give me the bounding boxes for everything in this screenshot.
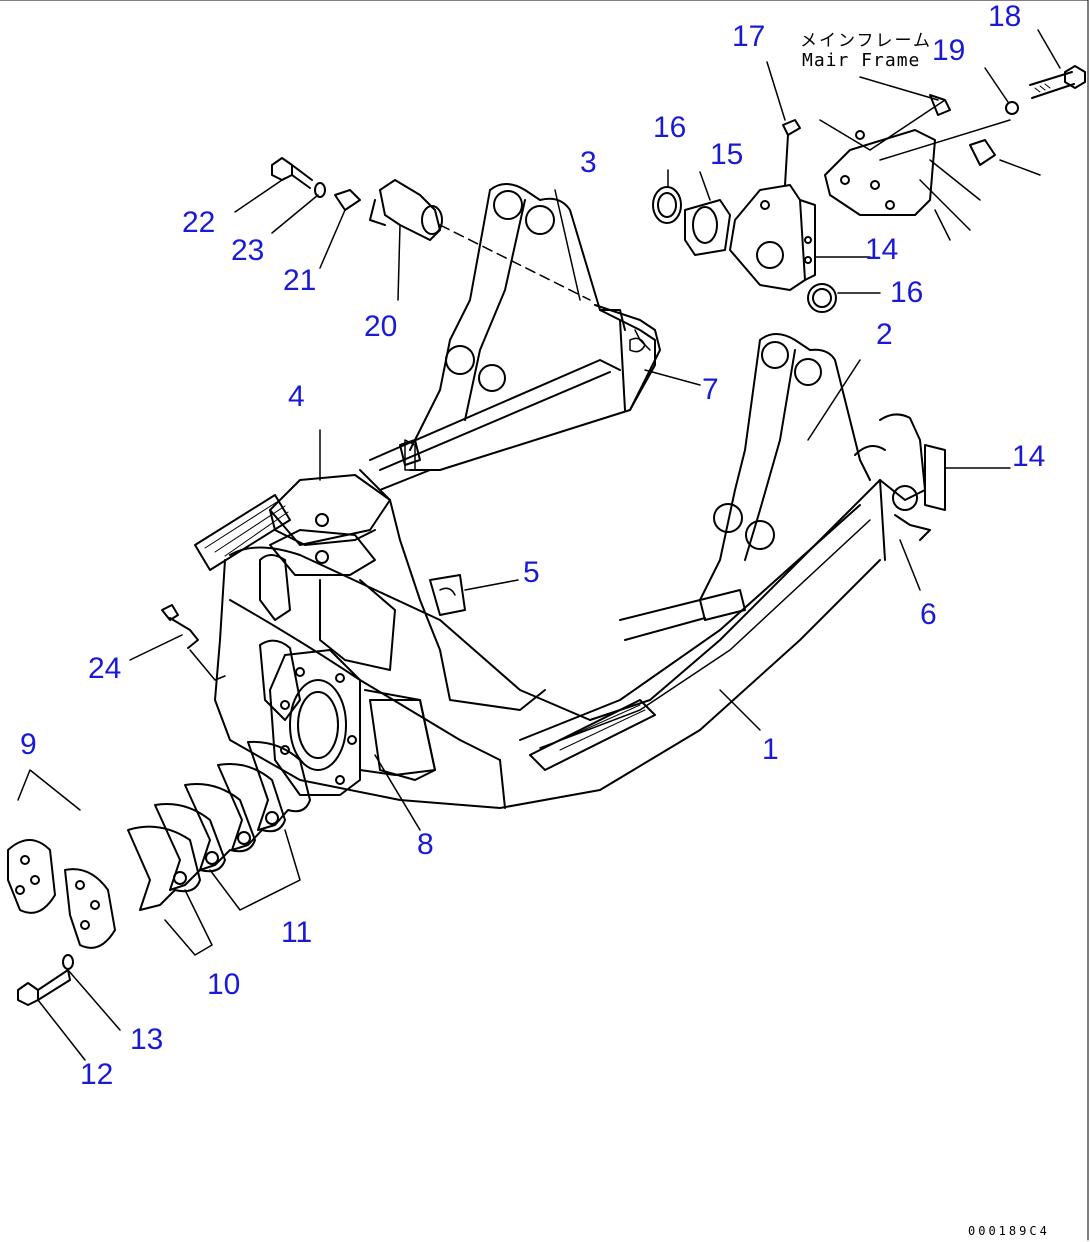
callout-14-right: 14 bbox=[1012, 440, 1046, 473]
callout-24: 24 bbox=[88, 652, 122, 685]
right-bracket bbox=[854, 413, 946, 541]
shims bbox=[127, 740, 311, 911]
bushings bbox=[652, 186, 837, 313]
callout-12: 12 bbox=[80, 1058, 114, 1091]
callout-14-top: 14 bbox=[865, 233, 899, 266]
left-arm bbox=[369, 183, 656, 471]
callout-16-top: 16 bbox=[653, 111, 687, 144]
callout-23: 23 bbox=[231, 234, 265, 267]
callout-22: 22 bbox=[182, 206, 216, 239]
callout-21: 21 bbox=[283, 264, 317, 297]
callout-18: 18 bbox=[988, 0, 1022, 33]
axle-flange bbox=[269, 649, 436, 796]
callout-16-right: 16 bbox=[890, 276, 924, 309]
callout-6: 6 bbox=[920, 598, 937, 631]
cross-member bbox=[594, 304, 661, 411]
callout-5: 5 bbox=[523, 556, 540, 589]
pin-assembly bbox=[271, 157, 443, 241]
drawing-code: 000189C4 bbox=[968, 1224, 1050, 1238]
callout-10: 10 bbox=[207, 968, 241, 1001]
callout-13: 13 bbox=[130, 1023, 164, 1056]
top-bracket bbox=[729, 119, 816, 291]
callout-19: 19 bbox=[932, 34, 966, 67]
callout-1: 1 bbox=[762, 733, 779, 766]
callout-11: 11 bbox=[281, 916, 313, 949]
split-ring bbox=[7, 839, 116, 949]
callout-3: 3 bbox=[580, 146, 597, 179]
pin-center-line bbox=[439, 224, 591, 301]
callout-20: 20 bbox=[364, 310, 398, 343]
main-frame-reference bbox=[819, 65, 1086, 241]
callout-17: 17 bbox=[732, 20, 766, 53]
bolt-and-washer-12-13 bbox=[17, 954, 74, 1006]
main-frame-note-en: Mair Frame bbox=[802, 50, 921, 71]
callout-7: 7 bbox=[702, 373, 719, 406]
center-pivot bbox=[259, 439, 546, 711]
right-arm bbox=[619, 333, 871, 641]
main-frame-note-jp: メインフレーム bbox=[800, 31, 932, 51]
leader-lines bbox=[17, 29, 1061, 1061]
callout-15: 15 bbox=[710, 138, 744, 171]
main-frame-body bbox=[194, 479, 886, 809]
callout-8: 8 bbox=[417, 828, 434, 861]
callout-2: 2 bbox=[876, 318, 893, 351]
sensor bbox=[161, 604, 226, 681]
callout-4: 4 bbox=[288, 380, 305, 413]
callout-9: 9 bbox=[20, 728, 37, 761]
